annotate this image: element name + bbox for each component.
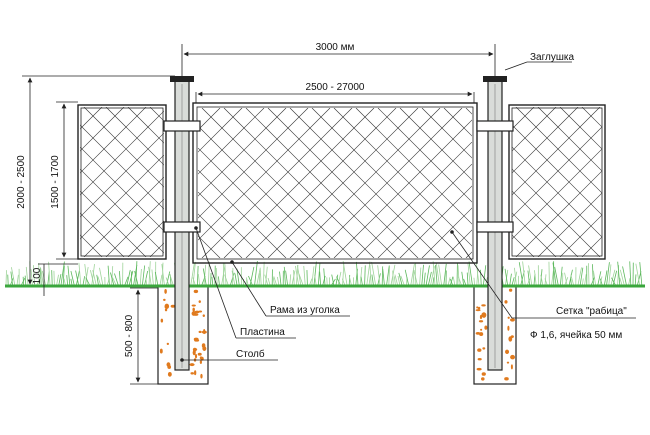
dimension-span-panel: 2500 - 27000 [196,82,474,103]
span-panel-label: 2500 - 27000 [306,82,365,93]
right-lower-plate [477,222,513,232]
span-total-label: 3000 мм [316,42,355,53]
left-post-cap [170,76,194,82]
plate-label: Пластина [240,327,285,338]
frame-label: Рама из уголка [270,305,340,316]
dimension-depth-post: 500 - 800 [124,288,158,384]
height-total-label: 2000 - 2500 [16,155,27,209]
cap-label: Заглушка [530,52,574,63]
depth-post-label: 500 - 800 [124,314,135,357]
post-label: Столб [236,348,265,360]
dimension-span-total: 3000 мм [182,42,495,76]
right-upper-plate [477,121,513,131]
dimension-height-total: 2000 - 2500 [16,76,175,284]
mesh-spec-label: Ф 1,6, ячейка 50 мм [530,330,622,341]
callout-cap: Заглушка [505,52,574,70]
callout-frame: Рама из уголка [230,260,350,316]
height-panel-label: 1500 - 1700 [50,155,61,209]
mesh-name-label: Сетка "рабица" [556,305,627,317]
dimension-height-panel: 1500 - 1700 [50,102,78,259]
right-post-cap [483,76,507,82]
left-upper-plate [164,121,200,131]
grass [6,261,642,285]
gap-bottom-label: 100 [32,267,43,284]
